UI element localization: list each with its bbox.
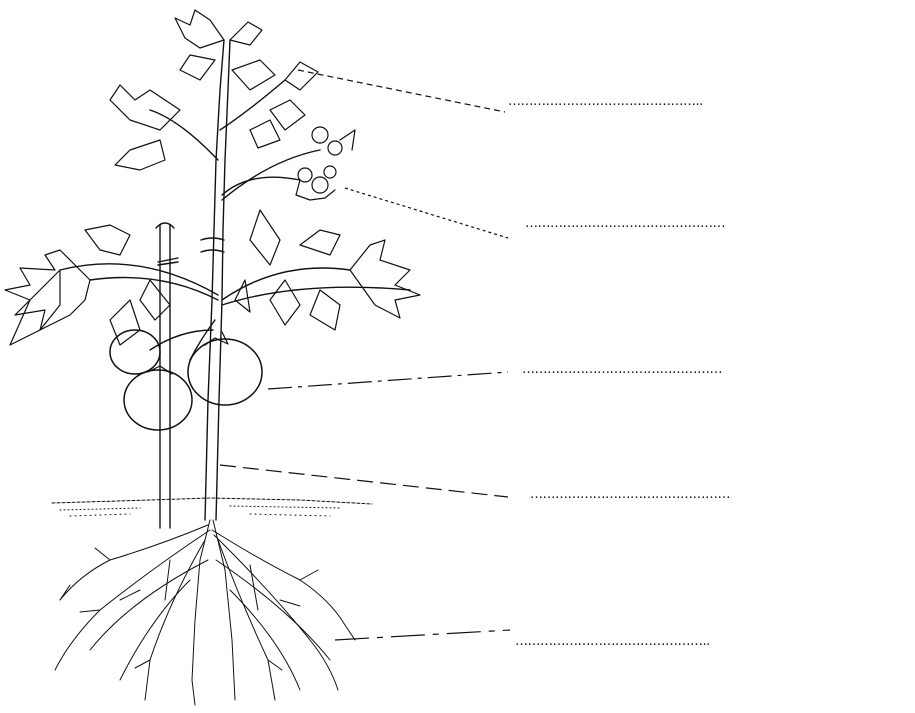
leader-line-leaves [298, 70, 505, 112]
blank-fruit[interactable]: ………………………………………… [522, 362, 722, 378]
leader-line-roots [335, 630, 510, 640]
leader-line-stem [220, 465, 508, 497]
blank-leaves[interactable]: ……………………………………….. [508, 94, 703, 110]
blank-roots[interactable]: ……………………………………….. [515, 634, 710, 650]
tomato-plant-icon [5, 10, 420, 705]
blank-flower[interactable]: ………………………………………… [525, 216, 725, 232]
roots [55, 520, 355, 705]
flower-cluster [296, 127, 355, 200]
main-stem [201, 40, 230, 520]
support-stake [156, 223, 178, 528]
leader-line-fruit [268, 372, 508, 389]
soil-surface [52, 498, 372, 516]
fruits [110, 330, 262, 430]
leader-lines [220, 70, 510, 640]
leader-line-flower [345, 188, 508, 238]
blank-stem[interactable]: ………………………………………… [530, 487, 730, 503]
